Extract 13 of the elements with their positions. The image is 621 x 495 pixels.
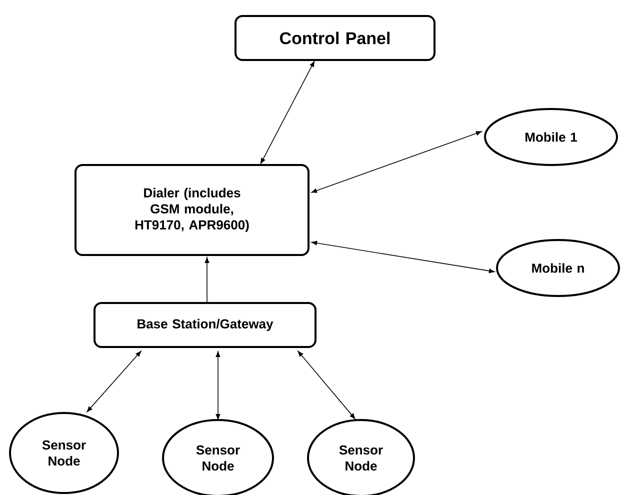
ellipse-node: Mobile n: [496, 238, 620, 297]
arrow: [86, 350, 142, 412]
arrow: [216, 351, 220, 420]
arrow: [311, 240, 495, 274]
ellipse-node: Mobile 1: [484, 108, 618, 166]
arrow: [204, 257, 210, 302]
arrow: [298, 350, 356, 420]
ellipse-node: Sensor Node: [9, 412, 119, 494]
process-box: Control Panel: [234, 15, 436, 61]
arrow: [311, 131, 482, 193]
process-box: Dialer (includes GSM module, HT9170, APR9600): [74, 164, 310, 256]
process-box: Base Station/Gateway: [94, 302, 316, 348]
arrow: [260, 61, 315, 164]
